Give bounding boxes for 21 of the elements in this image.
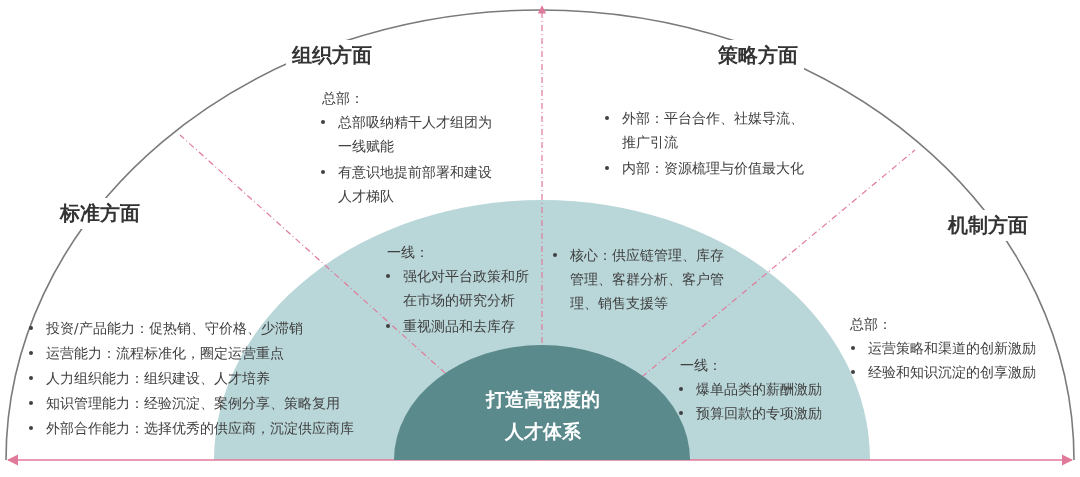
bullet-item: 运营能力：流程标准化，圈定运营重点 xyxy=(46,344,285,363)
core-text: 打造高密度的人才体系 xyxy=(484,387,601,444)
bullet-item: 预算回款的专项激励 xyxy=(696,404,823,423)
bullet-item: 人力组织能力：组织建设、人才培养 xyxy=(46,369,271,388)
bullet-item: 总部吸纳精干人才组团为一线赋能 xyxy=(338,113,493,156)
bullet-item: 强化对平台政策和所在市场的研究分析 xyxy=(403,267,530,310)
bullet-item: 外部：平台合作、社媒导流、推广引流 xyxy=(622,109,805,152)
bullet-item: 重视测品和去库存 xyxy=(403,317,516,336)
group-heading: 总部： xyxy=(322,89,365,108)
bullet-item: 内部：资源梳理与价值最大化 xyxy=(622,159,805,178)
bullet-item: 经验和知识沉淀的创享激励 xyxy=(868,363,1037,382)
group-heading: 一线： xyxy=(387,243,430,262)
bullet-item: 知识管理能力：经验沉淀、案例分享、策略复用 xyxy=(46,394,341,413)
bullet-item: 爆单品类的薪酬激励 xyxy=(696,380,823,399)
bullet-item: 投资/产品能力：促热销、守价格、少滞销 xyxy=(46,319,304,338)
group-heading: 一线： xyxy=(680,356,723,375)
bullet-item: 运营策略和渠道的创新激励 xyxy=(868,339,1037,358)
bullet-item: 核心：供应链管理、库存管理、客群分析、客户管理、销售支援等 xyxy=(570,246,724,313)
group-heading: 总部： xyxy=(850,315,893,334)
bullet-item: 有意识地提前部署和建设人才梯队 xyxy=(338,163,493,206)
bullet-item: 外部合作能力：选择优秀的供应商，沉淀供应商库 xyxy=(46,419,355,438)
